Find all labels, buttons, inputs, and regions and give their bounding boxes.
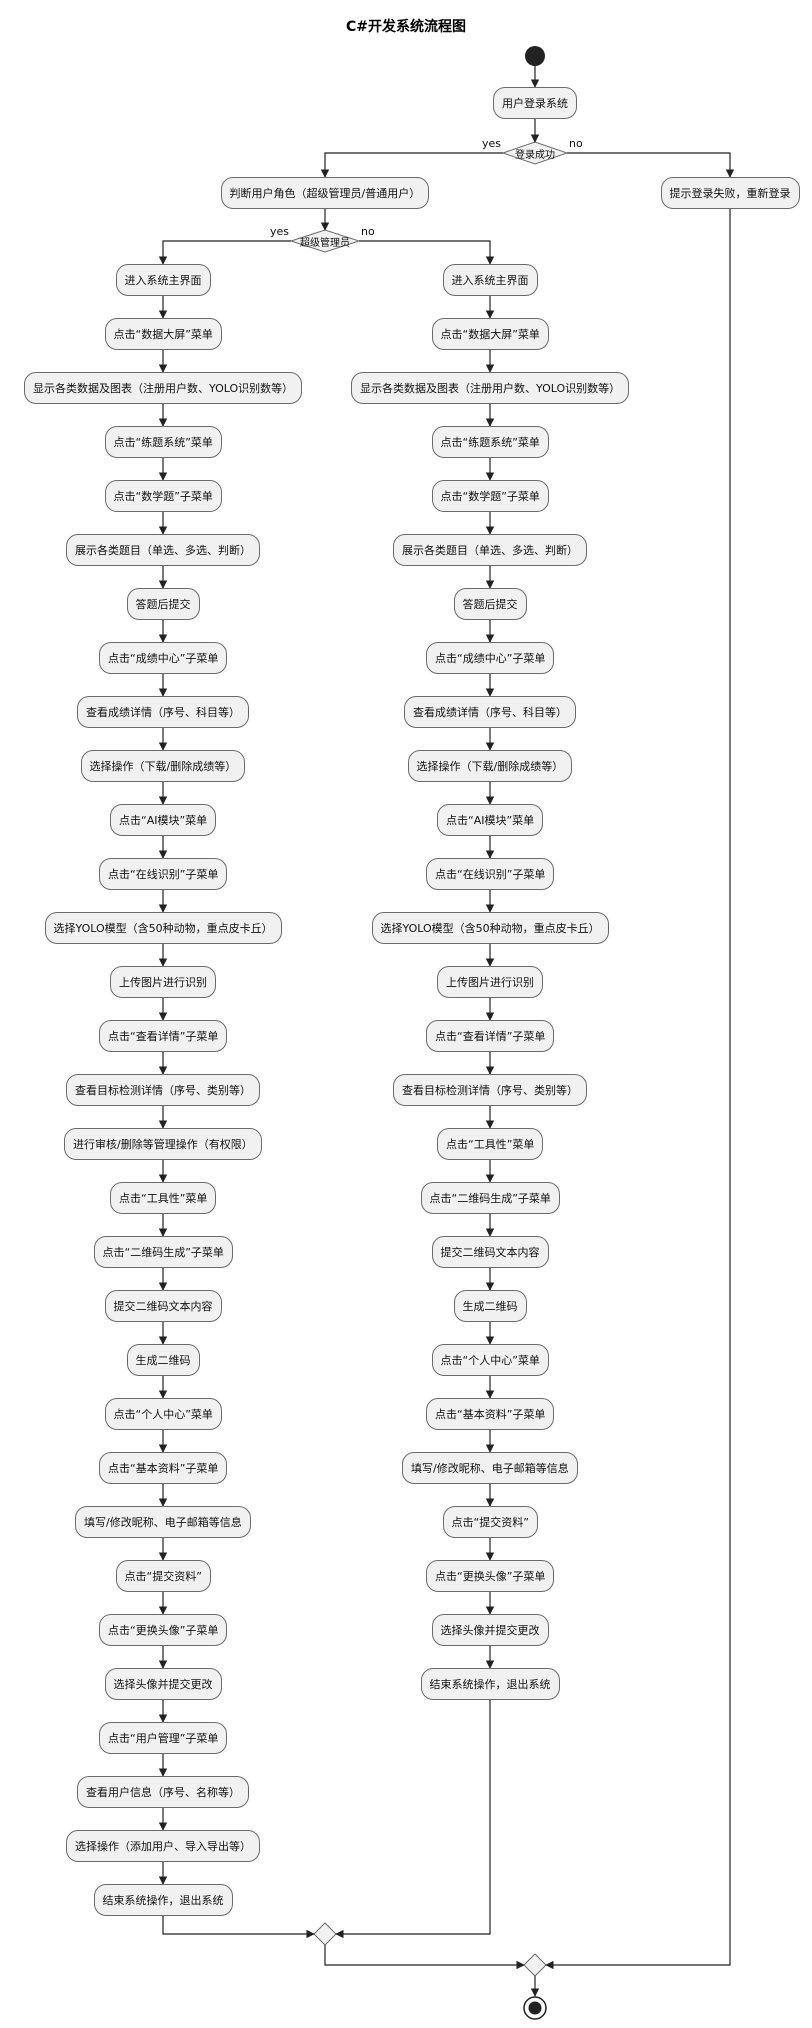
admin-step-9: 查看成绩详情（序号、科目等） (77, 696, 249, 728)
end-node-inner-icon (528, 2001, 542, 2015)
admin-step-3: 显示各类数据及图表（注册用户数、YOLO识别数等） (24, 372, 303, 404)
admin-step-27: 选择头像并提交更改 (104, 1668, 222, 1700)
admin-step-14: 上传图片进行识别 (110, 966, 216, 998)
branch-yes-role: yes (270, 225, 290, 238)
user-step-22: 点击“基本资料”子菜单 (426, 1398, 555, 1430)
merge-role-diamond (313, 1922, 337, 1946)
node-login-failed: 提示登录失败，重新登录 (660, 177, 800, 209)
node-judge-role: 判断用户角色（超级管理员/普通用户） (220, 177, 430, 209)
admin-step-11: 点击“AI模块”菜单 (110, 804, 217, 836)
user-step-25: 点击“更换头像”子菜单 (426, 1560, 555, 1592)
admin-step-15: 点击“查看详情”子菜单 (99, 1020, 228, 1052)
admin-step-25: 点击“提交资料” (115, 1560, 211, 1592)
admin-step-23: 点击“基本资料”子菜单 (99, 1452, 228, 1484)
user-step-9: 查看成绩详情（序号、科目等） (404, 696, 576, 728)
user-step-16: 查看目标检测详情（序号、类别等） (393, 1074, 587, 1106)
user-step-24: 点击“提交资料” (442, 1506, 538, 1538)
user-step-8: 点击“成绩中心”子菜单 (426, 642, 555, 674)
admin-step-1: 进入系统主界面 (115, 264, 211, 296)
admin-step-31: 结束系统操作，退出系统 (93, 1884, 233, 1916)
admin-step-12: 点击“在线识别”子菜单 (99, 858, 228, 890)
admin-step-6: 展示各类题目（单选、多选、判断） (66, 534, 260, 566)
node-user-login: 用户登录系统 (493, 87, 577, 119)
branch-no-login: no (569, 137, 583, 150)
user-step-15: 点击“查看详情”子菜单 (426, 1020, 555, 1052)
admin-step-10: 选择操作（下载/删除成绩等） (80, 750, 246, 782)
admin-step-7: 答题后提交 (126, 588, 200, 620)
admin-step-24: 填写/修改昵称、电子邮箱等信息 (75, 1506, 251, 1538)
admin-step-19: 点击“二维码生成”子菜单 (93, 1236, 233, 1268)
user-step-3: 显示各类数据及图表（注册用户数、YOLO识别数等） (351, 372, 630, 404)
diagram-title: C#开发系统流程图 (345, 19, 466, 35)
user-step-14: 上传图片进行识别 (437, 966, 543, 998)
admin-step-21: 生成二维码 (126, 1344, 200, 1376)
admin-step-28: 点击“用户管理”子菜单 (99, 1722, 228, 1754)
admin-step-8: 点击“成绩中心”子菜单 (99, 642, 228, 674)
admin-step-20: 提交二维码文本内容 (104, 1290, 222, 1322)
admin-step-18: 点击“工具性”菜单 (110, 1182, 217, 1214)
branch-no-role: no (361, 225, 375, 238)
admin-step-26: 点击“更换头像”子菜单 (99, 1614, 228, 1646)
admin-step-5: 点击“数学题”子菜单 (104, 480, 222, 512)
user-step-21: 点击“个人中心”菜单 (431, 1344, 549, 1376)
user-step-7: 答题后提交 (453, 588, 527, 620)
user-step-17: 点击“工具性”菜单 (437, 1128, 544, 1160)
decision-role-label: 超级管理员 (300, 238, 350, 249)
user-step-13: 选择YOLO模型（含50种动物，重点皮卡丘） (371, 912, 609, 944)
decision-login-label: 登录成功 (515, 150, 555, 161)
user-step-20: 生成二维码 (453, 1290, 527, 1322)
user-step-2: 点击“数据大屏”菜单 (431, 318, 549, 350)
user-step-11: 点击“AI模块”菜单 (437, 804, 544, 836)
user-step-18: 点击“二维码生成”子菜单 (420, 1182, 560, 1214)
user-step-27: 结束系统操作，退出系统 (420, 1668, 560, 1700)
user-step-4: 点击“练题系统”菜单 (431, 426, 549, 458)
user-step-1: 进入系统主界面 (442, 264, 538, 296)
start-node-icon (525, 46, 545, 66)
branch-yes-login: yes (482, 137, 502, 150)
admin-step-22: 点击“个人中心”菜单 (104, 1398, 222, 1430)
admin-step-30: 选择操作（添加用户、导入导出等） (66, 1830, 260, 1862)
user-step-5: 点击“数学题”子菜单 (431, 480, 549, 512)
admin-step-2: 点击“数据大屏”菜单 (104, 318, 222, 350)
user-step-12: 点击“在线识别”子菜单 (426, 858, 555, 890)
merge-login-diamond (523, 1953, 547, 1977)
admin-step-4: 点击“练题系统”菜单 (104, 426, 222, 458)
admin-step-29: 查看用户信息（序号、名称等） (77, 1776, 249, 1808)
user-step-19: 提交二维码文本内容 (431, 1236, 549, 1268)
user-step-23: 填写/修改昵称、电子邮箱等信息 (402, 1452, 578, 1484)
user-step-10: 选择操作（下载/删除成绩等） (407, 750, 573, 782)
user-step-26: 选择头像并提交更改 (431, 1614, 549, 1646)
admin-step-16: 查看目标检测详情（序号、类别等） (66, 1074, 260, 1106)
admin-step-17: 进行审核/删除等管理操作（有权限） (64, 1128, 262, 1160)
user-step-6: 展示各类题目（单选、多选、判断） (393, 534, 587, 566)
admin-step-13: 选择YOLO模型（含50种动物，重点皮卡丘） (44, 912, 282, 944)
